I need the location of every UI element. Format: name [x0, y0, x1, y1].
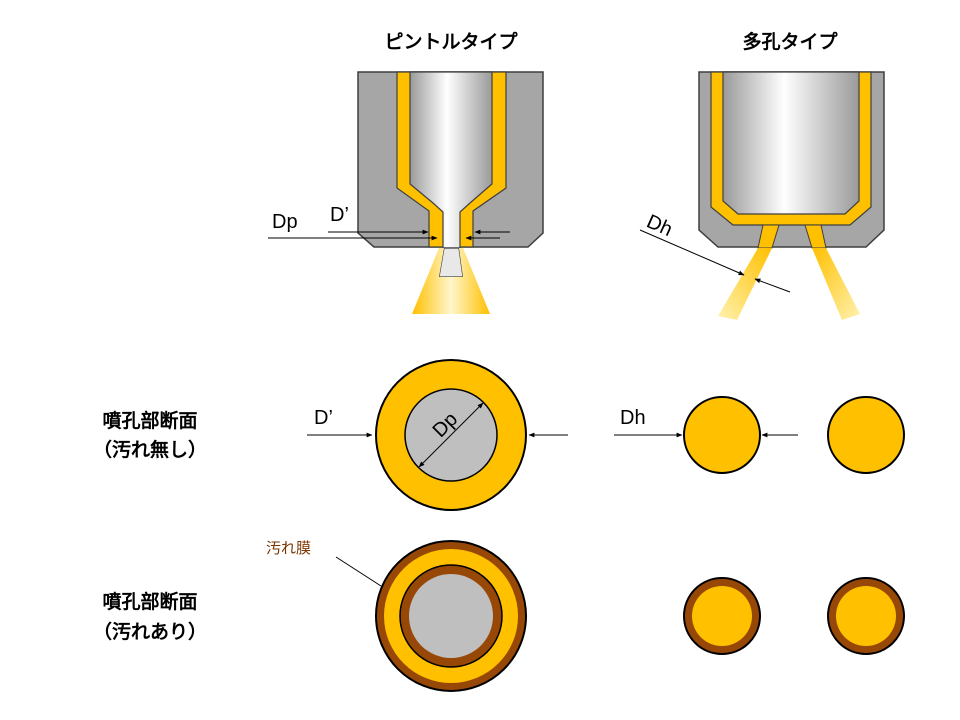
dprime-section-label: D’: [314, 407, 333, 429]
deposit-leader-line: [335, 556, 382, 587]
row-clean-line1: 噴孔部断面: [102, 409, 197, 432]
row-dirty-line2: （汚れあり）: [93, 620, 207, 643]
dprime-label: D’: [330, 204, 349, 226]
multihole-nozzle: [698, 71, 885, 320]
dh-section-label: Dh: [620, 407, 646, 429]
hole-section-clean-right: [827, 396, 905, 474]
hole-section-clean-left: [683, 396, 761, 474]
row-dirty-line1: 噴孔部断面: [102, 590, 197, 613]
deposit-label: 汚れ膜: [266, 539, 311, 557]
pintle-nozzle: [357, 71, 544, 314]
dh-arrow-lower: [754, 278, 791, 293]
dh-arrow-upper: [639, 229, 745, 276]
multihole-heading: 多孔タイプ: [742, 30, 838, 53]
row-clean-line2: （汚れ無し）: [93, 438, 207, 461]
hole-section-dirty-left: [683, 577, 761, 655]
dh-label: Dh: [643, 211, 675, 242]
hole-section-dirty-right: [827, 577, 905, 655]
pintle-heading: ピントルタイプ: [384, 30, 518, 53]
pintle-section-dirty: [375, 540, 527, 692]
pintle-section-clean: [375, 359, 527, 511]
dp-label: Dp: [272, 211, 298, 233]
